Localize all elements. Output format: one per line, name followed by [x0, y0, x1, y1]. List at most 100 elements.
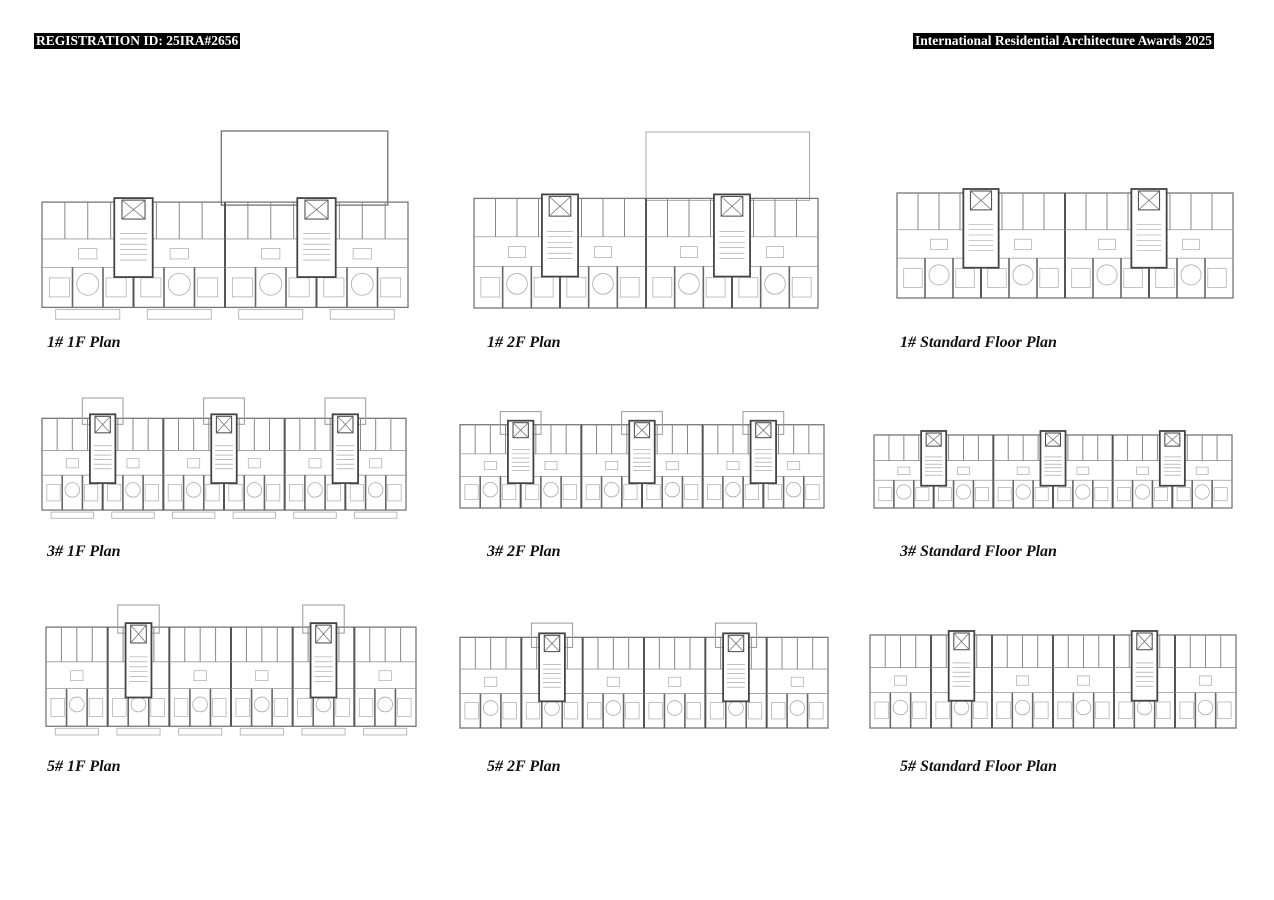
furniture	[996, 701, 1011, 720]
furniture	[235, 698, 250, 717]
stair-core	[113, 197, 154, 278]
furniture	[192, 696, 208, 713]
stair-core	[749, 419, 777, 485]
furniture	[1057, 701, 1072, 720]
furniture	[1016, 466, 1030, 475]
furniture	[231, 277, 253, 298]
furniture	[1034, 701, 1049, 720]
furniture	[544, 700, 560, 716]
furniture	[367, 482, 384, 498]
furniture	[738, 276, 759, 298]
furniture	[648, 702, 663, 720]
furniture	[1098, 238, 1116, 251]
furniture	[70, 670, 84, 682]
stair-core	[722, 632, 750, 703]
stair-core	[1039, 430, 1067, 487]
elevator-icon	[315, 624, 332, 644]
furniture	[1195, 466, 1209, 475]
elevator-icon	[727, 634, 745, 653]
floor-plan-1-2f	[473, 131, 819, 309]
furniture	[126, 458, 140, 469]
furniture	[144, 484, 159, 502]
stair-core	[507, 419, 535, 485]
elevator-icon	[953, 632, 970, 651]
furniture	[506, 273, 528, 295]
furniture	[1134, 484, 1151, 500]
stair-core	[89, 413, 117, 485]
furniture	[896, 484, 912, 500]
furniture	[48, 277, 70, 298]
furniture	[1194, 484, 1210, 500]
stair-core	[331, 413, 359, 485]
furniture	[874, 701, 889, 720]
plan-caption: 1# 1F Plan	[47, 334, 121, 351]
furniture	[892, 699, 909, 716]
plan-line	[1136, 632, 1153, 650]
furniture	[592, 273, 614, 295]
furniture	[533, 276, 554, 298]
floor-plan-5-1f	[45, 604, 417, 736]
furniture	[764, 273, 786, 295]
furniture	[878, 487, 893, 502]
plan-line	[1138, 190, 1160, 211]
furniture	[668, 676, 682, 687]
planter	[363, 727, 408, 736]
furniture	[185, 482, 202, 498]
plan-line	[970, 190, 992, 211]
plan-caption: 3# 2F Plan	[487, 543, 561, 560]
plan-line	[121, 199, 146, 220]
furniture	[193, 670, 207, 682]
plan-line	[94, 416, 111, 434]
furniture	[349, 484, 364, 502]
elevator-icon	[925, 432, 942, 447]
furniture	[606, 676, 620, 687]
plan-line	[1045, 432, 1061, 447]
plan-line	[720, 196, 744, 217]
elevator-icon	[304, 199, 329, 220]
furniture	[1075, 699, 1092, 716]
furniture	[1155, 268, 1175, 288]
furniture	[254, 696, 270, 713]
furniture	[261, 248, 281, 260]
furniture	[897, 466, 911, 475]
furniture	[205, 484, 220, 502]
furniture	[1217, 701, 1232, 720]
furniture	[603, 481, 620, 498]
furniture	[76, 272, 100, 296]
furniture	[173, 698, 189, 717]
furniture	[652, 276, 673, 298]
plan-line	[544, 635, 560, 652]
floor-plan-3-2f	[459, 411, 825, 509]
registration-id-label: REGISTRATION ID: 25IRA#2656	[34, 33, 241, 49]
furniture	[912, 701, 927, 720]
furniture	[957, 466, 970, 475]
elevator-icon	[1164, 432, 1181, 447]
plan-caption: 5# 1F Plan	[47, 758, 121, 775]
furniture	[107, 484, 122, 502]
plan-line	[304, 199, 329, 220]
furniture	[1179, 701, 1194, 720]
furniture	[997, 487, 1012, 502]
furniture	[664, 481, 681, 498]
furniture	[297, 698, 312, 717]
plan-line	[755, 422, 772, 438]
planter	[50, 511, 94, 519]
planter	[111, 511, 155, 519]
furniture	[1117, 487, 1131, 502]
furniture	[544, 461, 558, 471]
furniture	[973, 701, 988, 720]
furniture	[543, 481, 559, 498]
furniture	[288, 277, 310, 298]
furniture	[1096, 264, 1118, 286]
furniture	[169, 248, 189, 260]
stair-core	[1130, 630, 1159, 702]
furniture	[266, 484, 281, 502]
building-outline	[45, 626, 417, 727]
furniture	[1118, 701, 1133, 720]
furniture	[1156, 701, 1171, 720]
furniture	[502, 702, 517, 720]
stair-core	[1158, 430, 1186, 487]
furniture	[482, 481, 499, 498]
elevator-icon	[512, 422, 529, 439]
furniture	[562, 484, 577, 501]
